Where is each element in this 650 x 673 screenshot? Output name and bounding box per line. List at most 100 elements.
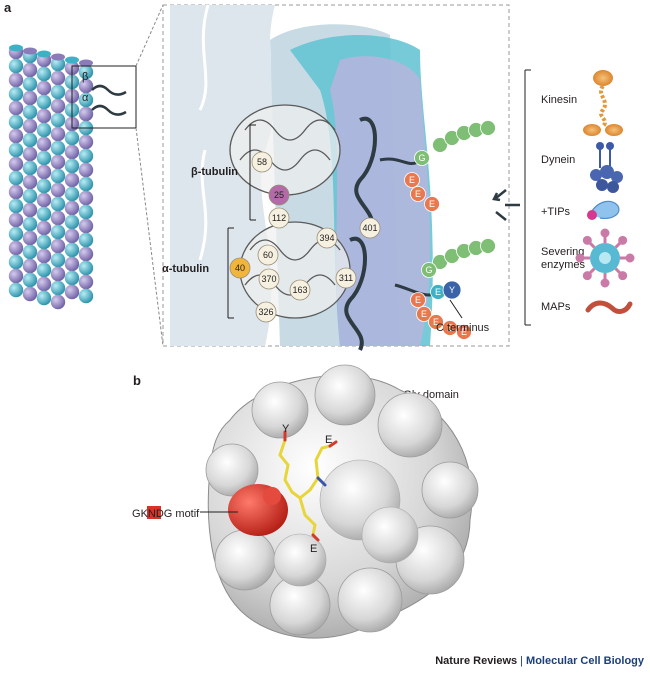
tubulin-subunit	[65, 271, 79, 285]
tubulin-subunit	[37, 263, 51, 277]
tubulin-subunit	[9, 87, 23, 101]
tubulin-subunit	[23, 63, 37, 77]
tubulin-subunit	[9, 213, 23, 227]
severing-spike-tip	[620, 237, 626, 243]
tubulin-subunit	[23, 147, 37, 161]
tubulin-subunit	[51, 211, 65, 225]
tail-residue	[481, 121, 496, 136]
tubulin-subunit	[79, 135, 93, 149]
tail-residue-letter: G	[425, 265, 432, 275]
tubulin-subunit	[9, 255, 23, 269]
binding-arrow	[494, 190, 520, 220]
microtubule-lattice	[9, 45, 93, 310]
motif-highlight: KN	[141, 508, 156, 520]
tubulin-subunit	[51, 127, 65, 141]
alpha-tubulin-label: α-tubulin	[162, 263, 209, 275]
tubulin-subunit	[9, 185, 23, 199]
tubulin-subunit	[37, 235, 51, 249]
tubulin-subunit	[79, 261, 93, 275]
tubulin-subunit	[79, 247, 93, 261]
tubulin-subunit	[23, 175, 37, 189]
credit-separator: |	[520, 655, 523, 667]
tubulin-subunit	[79, 149, 93, 163]
gkndg-motif-label: GKNDG motif	[132, 508, 200, 520]
tubulin-subunit	[79, 163, 93, 177]
figure-credit: Nature Reviews|Molecular Cell Biology	[435, 655, 644, 667]
kinesin-icon	[583, 70, 623, 136]
tubulin-subunit	[37, 221, 51, 235]
severing-spike-tip	[620, 273, 626, 279]
tubulin-subunit	[51, 113, 65, 127]
tubulin-subunit	[23, 161, 37, 175]
residue-number: 25	[274, 190, 284, 200]
tubulin-subunit	[51, 141, 65, 155]
lattice-top-subunit	[65, 57, 79, 64]
tubulin-subunit	[37, 249, 51, 263]
tubulin-subunit	[37, 165, 51, 179]
tubulin-subunit	[65, 201, 79, 215]
maps-icon	[588, 303, 630, 311]
tubulin-subunit	[37, 123, 51, 137]
tubulin-subunit	[9, 199, 23, 213]
residue-number: 163	[292, 285, 307, 295]
tubulin-subunit	[51, 281, 65, 295]
lattice-tail-alpha	[92, 106, 126, 115]
tubulin-subunit	[79, 205, 93, 219]
tubulin-subunit	[51, 253, 65, 267]
kinesin-label: Kinesin	[541, 94, 577, 106]
tubulin-subunit	[9, 269, 23, 283]
residue-e2-label: E	[310, 543, 317, 555]
tubulin-subunit	[9, 115, 23, 129]
zoom-line-bottom	[136, 128, 163, 346]
tubulin-subunit	[51, 267, 65, 281]
severing-spike-tip	[584, 237, 590, 243]
residue-number: 112	[272, 213, 286, 223]
tubulin-subunit	[79, 219, 93, 233]
tubulin-subunit	[9, 171, 23, 185]
lattice-top-subunit	[79, 60, 93, 67]
tubulin-subunit	[9, 101, 23, 115]
tubulin-subunit	[79, 191, 93, 205]
tubulin-subunit	[37, 67, 51, 81]
tubulin-subunit	[23, 133, 37, 147]
tail-residue-letter: E	[415, 295, 421, 305]
tail-residue-letter: Y	[449, 285, 455, 295]
tubulin-subunit	[51, 295, 65, 309]
tubulin-subunit	[65, 257, 79, 271]
lattice-top-subunit	[23, 48, 37, 55]
tubulin-subunit	[9, 59, 23, 73]
tubulin-subunit	[23, 217, 37, 231]
tail-residue-letter: E	[415, 189, 421, 199]
residue-number: 370	[261, 274, 276, 284]
tubulin-subunit	[65, 215, 79, 229]
tubulin-subunit	[37, 95, 51, 109]
tubulin-subunit	[65, 131, 79, 145]
lattice-top-subunit	[9, 45, 23, 52]
tubulin-subunit	[37, 137, 51, 151]
panel-b-label: b	[133, 373, 141, 388]
severing-spike-tip	[602, 280, 608, 286]
tubulin-subunit	[51, 71, 65, 85]
severing-spike-tip	[627, 255, 633, 261]
tubulin-subunit	[51, 239, 65, 253]
tail-residue	[481, 239, 496, 254]
motif-prefix: G	[132, 508, 141, 520]
tubulin-subunit	[23, 91, 37, 105]
residue-number: 401	[362, 223, 377, 233]
lattice-top-subunit	[37, 51, 51, 58]
tubulin-subunit	[37, 81, 51, 95]
tubulin-subunit	[51, 183, 65, 197]
journal-name: Molecular Cell Biology	[526, 655, 644, 667]
tubulin-subunit	[23, 287, 37, 301]
tubulin-subunit	[51, 197, 65, 211]
residue-number: 326	[258, 307, 273, 317]
tubulin-subunit	[51, 225, 65, 239]
zoom-line-top	[136, 5, 163, 66]
c-terminus-label: C terminus	[436, 322, 490, 334]
tubulin-subunit	[9, 283, 23, 297]
tubulin-subunit	[9, 157, 23, 171]
tubulin-subunit	[9, 143, 23, 157]
tubulin-subunit	[9, 73, 23, 87]
tubulin-subunit	[37, 277, 51, 291]
